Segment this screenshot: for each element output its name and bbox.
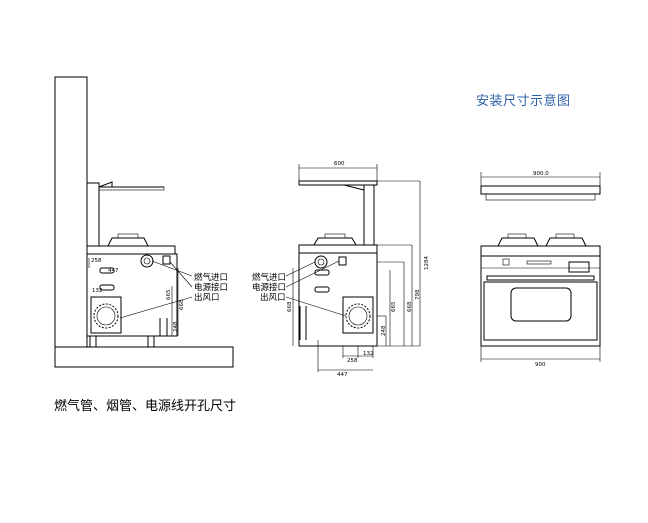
dim-447: 447 — [108, 268, 119, 274]
middle-cabinet — [298, 252, 378, 347]
dim-668: 668 — [179, 299, 185, 310]
diagram-title: 安装尺寸示意图 — [476, 94, 571, 109]
front-dim-top: 900.0 — [533, 171, 549, 177]
mid-dim-248: 248 — [381, 325, 387, 336]
mid-dim-258: 258 — [347, 358, 358, 364]
label-gas-inlet: 燃气进口 — [194, 272, 228, 283]
label-power-socket: 电源接口 — [194, 282, 228, 293]
mid-label-power-socket: 电源接口 — [252, 282, 286, 293]
mid-dim-798: 798 — [415, 289, 421, 300]
mid-dim-668-left: 668 — [287, 301, 293, 312]
floor — [54, 346, 234, 368]
caption: 燃气管、烟管、电源线开孔尺寸 — [54, 399, 237, 414]
mid-dim-668-right: 668 — [407, 301, 413, 312]
mid-dim-665: 665 — [391, 301, 397, 312]
side-cabinet — [86, 253, 178, 337]
mid-label-gas-inlet: 燃气进口 — [252, 272, 286, 283]
side-view: 燃气进口 电源接口 出风口 258 447 132 665 668 248 — [54, 76, 234, 368]
front-view: 900.0 900 — [480, 171, 601, 368]
label-air-outlet: 出风口 — [194, 292, 220, 303]
mid-label-air-outlet: 出风口 — [260, 292, 286, 303]
mid-dim-1284: 1284 — [424, 256, 430, 270]
dim-665: 665 — [166, 289, 172, 300]
dim-248: 248 — [173, 321, 179, 332]
front-cabinet — [480, 255, 601, 347]
mid-dim-447: 447 — [337, 372, 348, 378]
mid-dim-600: 600 — [334, 161, 345, 167]
dim-258: 258 — [91, 258, 102, 264]
front-dim-bottom: 900 — [535, 362, 546, 368]
mid-dim-132: 132 — [363, 351, 374, 357]
wall — [54, 76, 88, 348]
dim-132: 132 — [92, 288, 103, 294]
middle-view: 600 燃气进口 电源接口 出风口 668 — [252, 161, 430, 378]
